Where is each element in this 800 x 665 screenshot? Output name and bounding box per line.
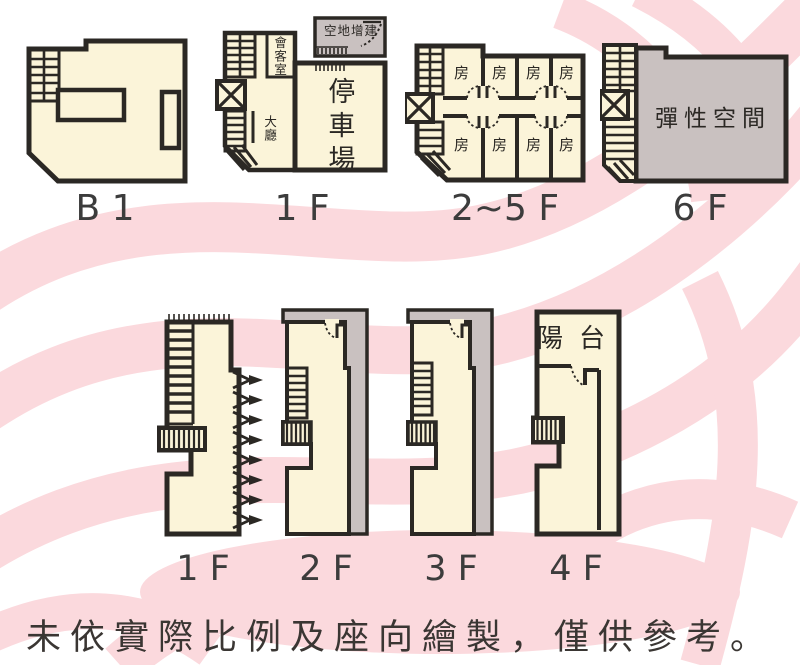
plan-bottom-1f <box>157 312 287 547</box>
room-label-flex-space: 彈性空間 <box>655 106 771 132</box>
plan-top-2-5f: 房 房 房 房 房 房 房 房 <box>405 40 590 188</box>
room-label-lobby: 大廳 <box>262 115 278 142</box>
room-label-annex: 空地增建 <box>323 23 378 38</box>
room-label-8: 房 <box>559 136 575 154</box>
bottom-1f-drawing <box>157 314 263 537</box>
floor-label-bottom-1f: 1 F <box>176 549 230 589</box>
room-label-5: 房 <box>454 136 470 154</box>
floor-label-top-1f: 1 F <box>274 188 330 229</box>
plan-top-6f: 彈性空間 <box>600 33 790 185</box>
room-label-3: 房 <box>526 64 542 82</box>
floor-label-2-5f: 2~5 F <box>450 188 560 229</box>
room-label-7: 房 <box>526 136 542 154</box>
room-label-6: 房 <box>492 136 508 154</box>
plan-bottom-2f <box>281 308 376 545</box>
room-label-balcony: 陽台 <box>537 324 622 354</box>
b1-drawing <box>26 38 188 184</box>
bottom-2f-drawing <box>281 308 369 536</box>
room-label-2: 房 <box>492 64 508 82</box>
floor-label-6f: 6 F <box>672 188 728 229</box>
floor-label-bottom-3f: 3 F <box>424 549 478 589</box>
b1-interior-partition <box>55 87 127 123</box>
b1-right-slot <box>159 89 182 151</box>
plan-bottom-4f: 陽台 <box>531 308 626 545</box>
room-label-4: 房 <box>559 64 575 82</box>
top-1f-drawing <box>215 16 388 173</box>
plan-top-b1 <box>22 36 192 186</box>
bottom-3f-drawing <box>406 308 494 536</box>
top-2-5f-drawing <box>405 43 586 183</box>
plan-top-1f: 空地增建 會客室 停車場 大廳 <box>215 15 390 179</box>
disclaimer-note: 未依實際比例及座向繪製，僅供參考。 <box>25 618 774 658</box>
room-label-reception: 會客室 <box>272 36 288 77</box>
plan-bottom-3f <box>406 308 501 545</box>
floor-label-bottom-2f: 2 F <box>299 549 353 589</box>
room-label-parking: 停車場 <box>323 77 355 179</box>
floor-label-bottom-4f: 4 F <box>549 549 603 589</box>
floor-label-b1: B 1 <box>75 188 135 229</box>
room-label-1: 房 <box>454 64 470 82</box>
